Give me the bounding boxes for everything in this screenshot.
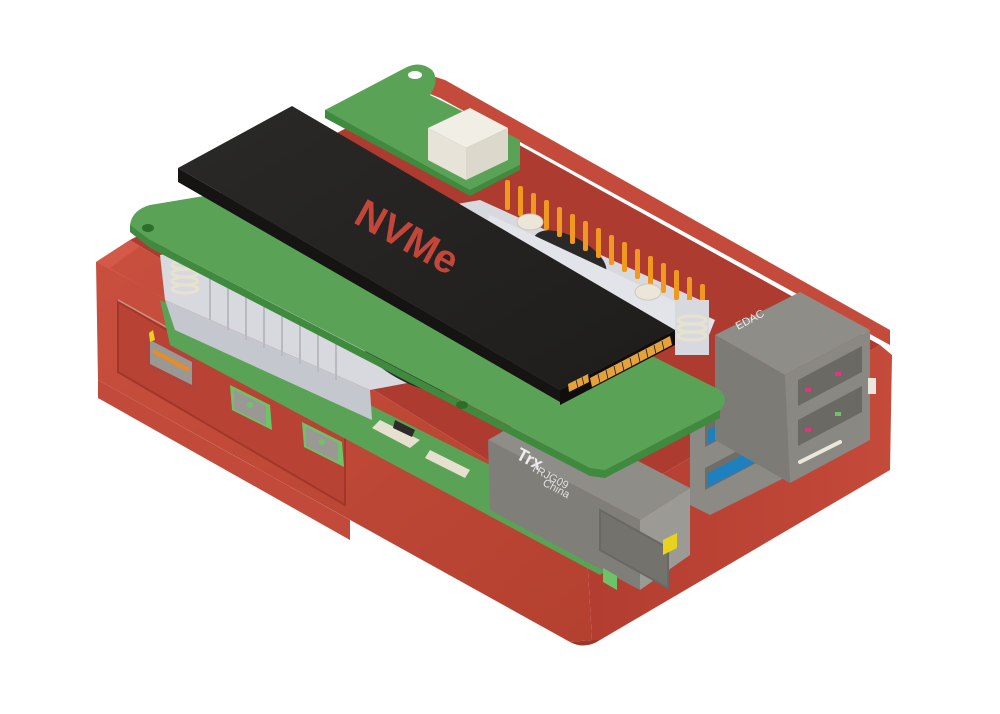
case-front-band	[98, 380, 350, 540]
ssd-gold-fingers	[568, 336, 672, 392]
micro-hdmi-port-2	[302, 422, 344, 467]
usb2-ports: EDAC	[715, 292, 876, 483]
case-bottom-corner	[570, 640, 600, 646]
usb-c-port	[145, 330, 197, 393]
fan-bracket	[480, 213, 715, 345]
button-cube	[428, 108, 508, 180]
micro-hdmi-port-1	[230, 385, 272, 430]
gpio-header	[505, 180, 705, 308]
standoff-right	[675, 300, 709, 355]
m2-ssd: NVMe	[178, 106, 675, 405]
case-back-wall	[420, 72, 890, 345]
